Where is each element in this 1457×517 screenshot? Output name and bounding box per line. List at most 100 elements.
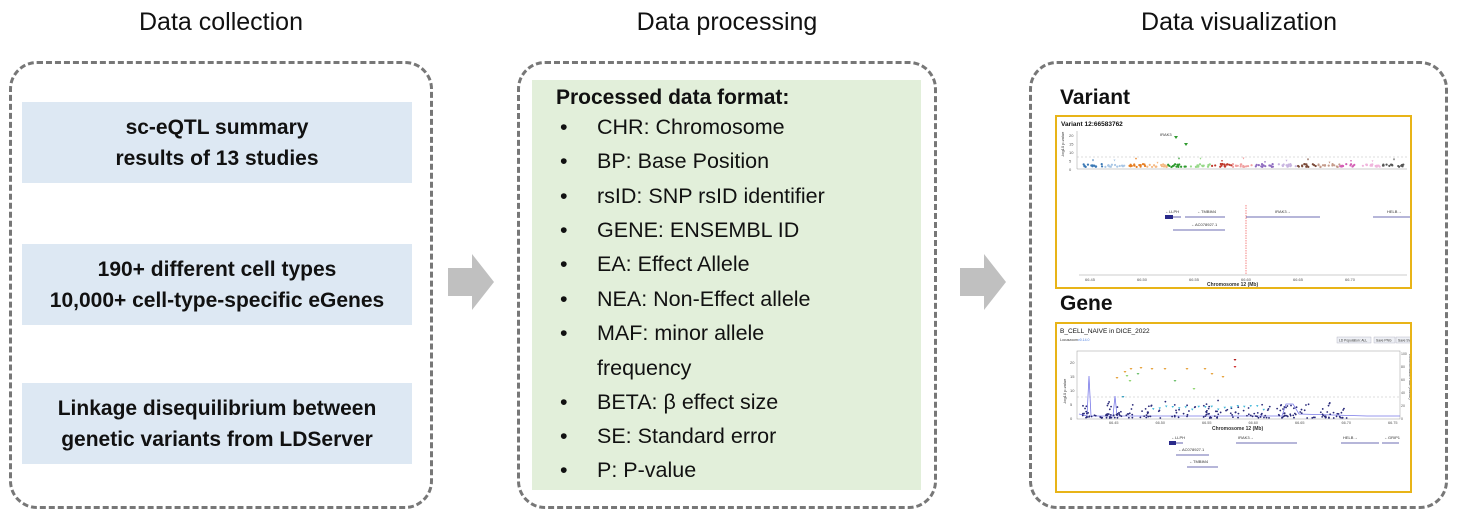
data-point bbox=[1328, 161, 1331, 164]
data-point bbox=[1207, 407, 1210, 410]
x-tick-label: 66.60 bbox=[1241, 277, 1252, 282]
plot-area bbox=[1076, 350, 1401, 420]
data-point bbox=[1224, 165, 1227, 168]
data-point bbox=[1131, 413, 1134, 416]
exon bbox=[1165, 215, 1173, 219]
data-point bbox=[1094, 414, 1097, 417]
data-point bbox=[1173, 403, 1176, 406]
data-point bbox=[1186, 404, 1188, 407]
data-point bbox=[1171, 415, 1173, 418]
data-point bbox=[1306, 164, 1309, 168]
data-point bbox=[1145, 416, 1148, 419]
card-line: 190+ different cell types bbox=[97, 257, 337, 281]
format-panel bbox=[532, 80, 921, 490]
bullet: • bbox=[560, 252, 568, 276]
plot-button[interactable] bbox=[1373, 336, 1396, 344]
data-point bbox=[1110, 416, 1113, 419]
data-point bbox=[1289, 413, 1292, 416]
data-point bbox=[1184, 406, 1187, 409]
bullet: • bbox=[560, 424, 568, 448]
data-point bbox=[1234, 164, 1238, 167]
plot-button-label[interactable]: LD Population: ALL bbox=[1339, 339, 1367, 343]
data-point bbox=[1186, 413, 1189, 416]
data-point bbox=[1329, 413, 1332, 416]
gene-label: IRAK3→ bbox=[1275, 209, 1291, 214]
data-point bbox=[1205, 410, 1208, 413]
data-point bbox=[1149, 415, 1152, 418]
data-point bbox=[1375, 165, 1378, 168]
data-point bbox=[1216, 417, 1219, 419]
data-point bbox=[1092, 159, 1094, 162]
format-title: Processed data format: bbox=[556, 86, 790, 109]
data-point bbox=[1217, 413, 1220, 416]
data-point bbox=[1311, 416, 1314, 419]
data-point bbox=[1115, 377, 1119, 379]
data-point bbox=[1236, 405, 1239, 408]
plot-button-label[interactable]: Save SVG bbox=[1398, 339, 1410, 343]
data-point bbox=[1264, 161, 1266, 164]
data-point bbox=[1389, 163, 1393, 166]
data-point bbox=[1247, 407, 1250, 409]
data-point bbox=[1321, 164, 1325, 167]
data-point bbox=[1209, 416, 1212, 418]
data-point bbox=[1113, 163, 1117, 167]
locuszoom-version-link[interactable]: v0.14.0 bbox=[1078, 338, 1090, 342]
format-item-text: NEA: Non-Effect allele bbox=[597, 287, 811, 311]
y-axis-label: -log10 p-value bbox=[1060, 131, 1065, 157]
data-point bbox=[1220, 164, 1223, 167]
data-point bbox=[1217, 408, 1220, 411]
plot-title: Variant 12:66583762 bbox=[1061, 121, 1123, 128]
data-point bbox=[1300, 408, 1303, 411]
data-point bbox=[1257, 164, 1260, 167]
data-point bbox=[1219, 411, 1222, 414]
data-point bbox=[1116, 414, 1118, 417]
gene-label: HELB→ bbox=[1387, 209, 1401, 214]
data-point bbox=[1249, 414, 1252, 417]
stage-title-visualization: Data visualization bbox=[1141, 8, 1337, 36]
data-point bbox=[1202, 164, 1205, 167]
card-summary-results: sc-eQTL summary results of 13 studies bbox=[22, 102, 412, 183]
visualization-box bbox=[1029, 61, 1448, 509]
data-point bbox=[1317, 163, 1320, 166]
data-point bbox=[1268, 405, 1271, 408]
data-point bbox=[1178, 157, 1180, 160]
data-point bbox=[1202, 416, 1205, 418]
data-point bbox=[1281, 416, 1284, 419]
data-point bbox=[1159, 417, 1162, 419]
stage-title-processing: Data processing bbox=[636, 8, 818, 36]
card-line: sc-eQTL summary bbox=[125, 115, 309, 139]
card-line: 10,000+ cell-type-specific eGenes bbox=[49, 288, 385, 312]
data-point bbox=[1237, 412, 1240, 415]
data-point bbox=[1292, 407, 1295, 410]
data-point bbox=[1353, 163, 1356, 166]
data-point bbox=[1240, 163, 1243, 166]
bullet: • bbox=[560, 218, 568, 242]
plot-button[interactable] bbox=[1395, 336, 1410, 344]
data-point bbox=[1250, 164, 1253, 167]
data-point bbox=[1208, 412, 1210, 415]
data-point bbox=[1400, 164, 1403, 167]
data-point bbox=[1194, 165, 1197, 169]
data-point bbox=[1278, 414, 1281, 417]
data-point bbox=[1113, 159, 1116, 162]
data-point bbox=[1155, 165, 1158, 168]
x-tick-label: 66.50 bbox=[1156, 421, 1166, 425]
data-point bbox=[1128, 412, 1131, 415]
data-point bbox=[1157, 410, 1160, 413]
bullet: • bbox=[560, 390, 568, 414]
data-point bbox=[1183, 165, 1186, 168]
data-point bbox=[1123, 371, 1127, 373]
plot-button[interactable] bbox=[1336, 336, 1372, 344]
data-point bbox=[1221, 162, 1224, 166]
plot-button-label[interactable]: Save PNG bbox=[1376, 339, 1392, 343]
data-point bbox=[1119, 414, 1121, 417]
data-point bbox=[1163, 368, 1167, 370]
data-point bbox=[1204, 415, 1207, 418]
format-item-text: BETA: β effect size bbox=[597, 390, 779, 414]
data-point bbox=[1205, 413, 1208, 416]
data-point bbox=[1307, 158, 1309, 161]
data-point bbox=[1105, 416, 1108, 419]
x-tick-label: 66.70 bbox=[1342, 421, 1352, 425]
data-point bbox=[1299, 411, 1302, 413]
format-item-text: GENE: ENSEMBL ID bbox=[597, 218, 800, 242]
